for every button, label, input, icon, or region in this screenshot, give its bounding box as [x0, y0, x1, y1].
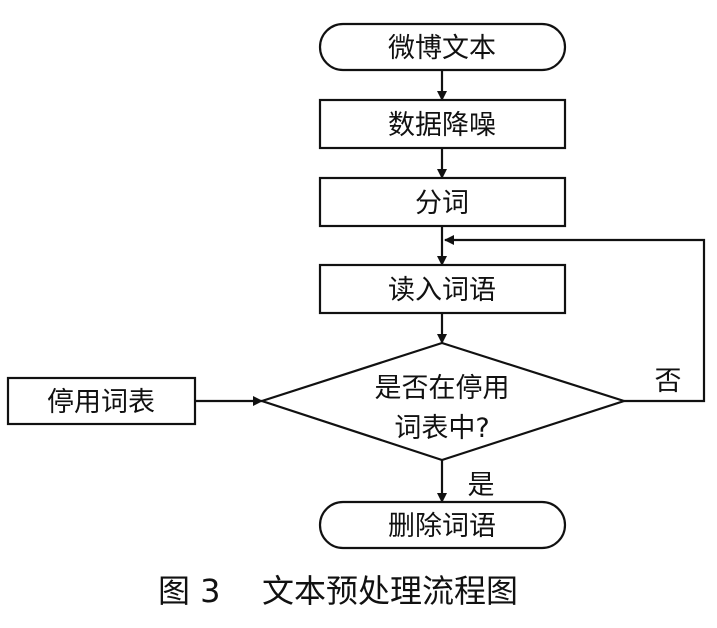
arrow-no-loop [444, 235, 706, 403]
start-terminal: 微博文本 [318, 22, 567, 72]
segment-label: 分词 [415, 188, 469, 219]
read-label: 读入词语 [388, 275, 496, 306]
delete-terminal: 删除词语 [318, 500, 567, 550]
denoise-process: 数据降噪 [318, 98, 567, 150]
start-label: 微博文本 [388, 33, 496, 64]
edge-label-no: 否 [655, 366, 682, 397]
denoise-label: 数据降噪 [388, 110, 496, 141]
stoplist-box: 停用词表 [6, 376, 197, 426]
decision-label-line1: 是否在停用 [375, 373, 510, 404]
caption-number: 图 3 [158, 572, 221, 610]
read-process: 读入词语 [318, 263, 567, 315]
stoplist-label: 停用词表 [47, 387, 155, 418]
decision-diamond: 是否在停用 词表中? [258, 341, 628, 462]
delete-label: 删除词语 [388, 511, 496, 542]
edge-label-yes: 是 [468, 470, 495, 501]
caption-title: 文本预处理流程图 [262, 572, 518, 610]
decision-label-line2: 词表中? [394, 413, 489, 444]
segment-process: 分词 [318, 176, 567, 228]
